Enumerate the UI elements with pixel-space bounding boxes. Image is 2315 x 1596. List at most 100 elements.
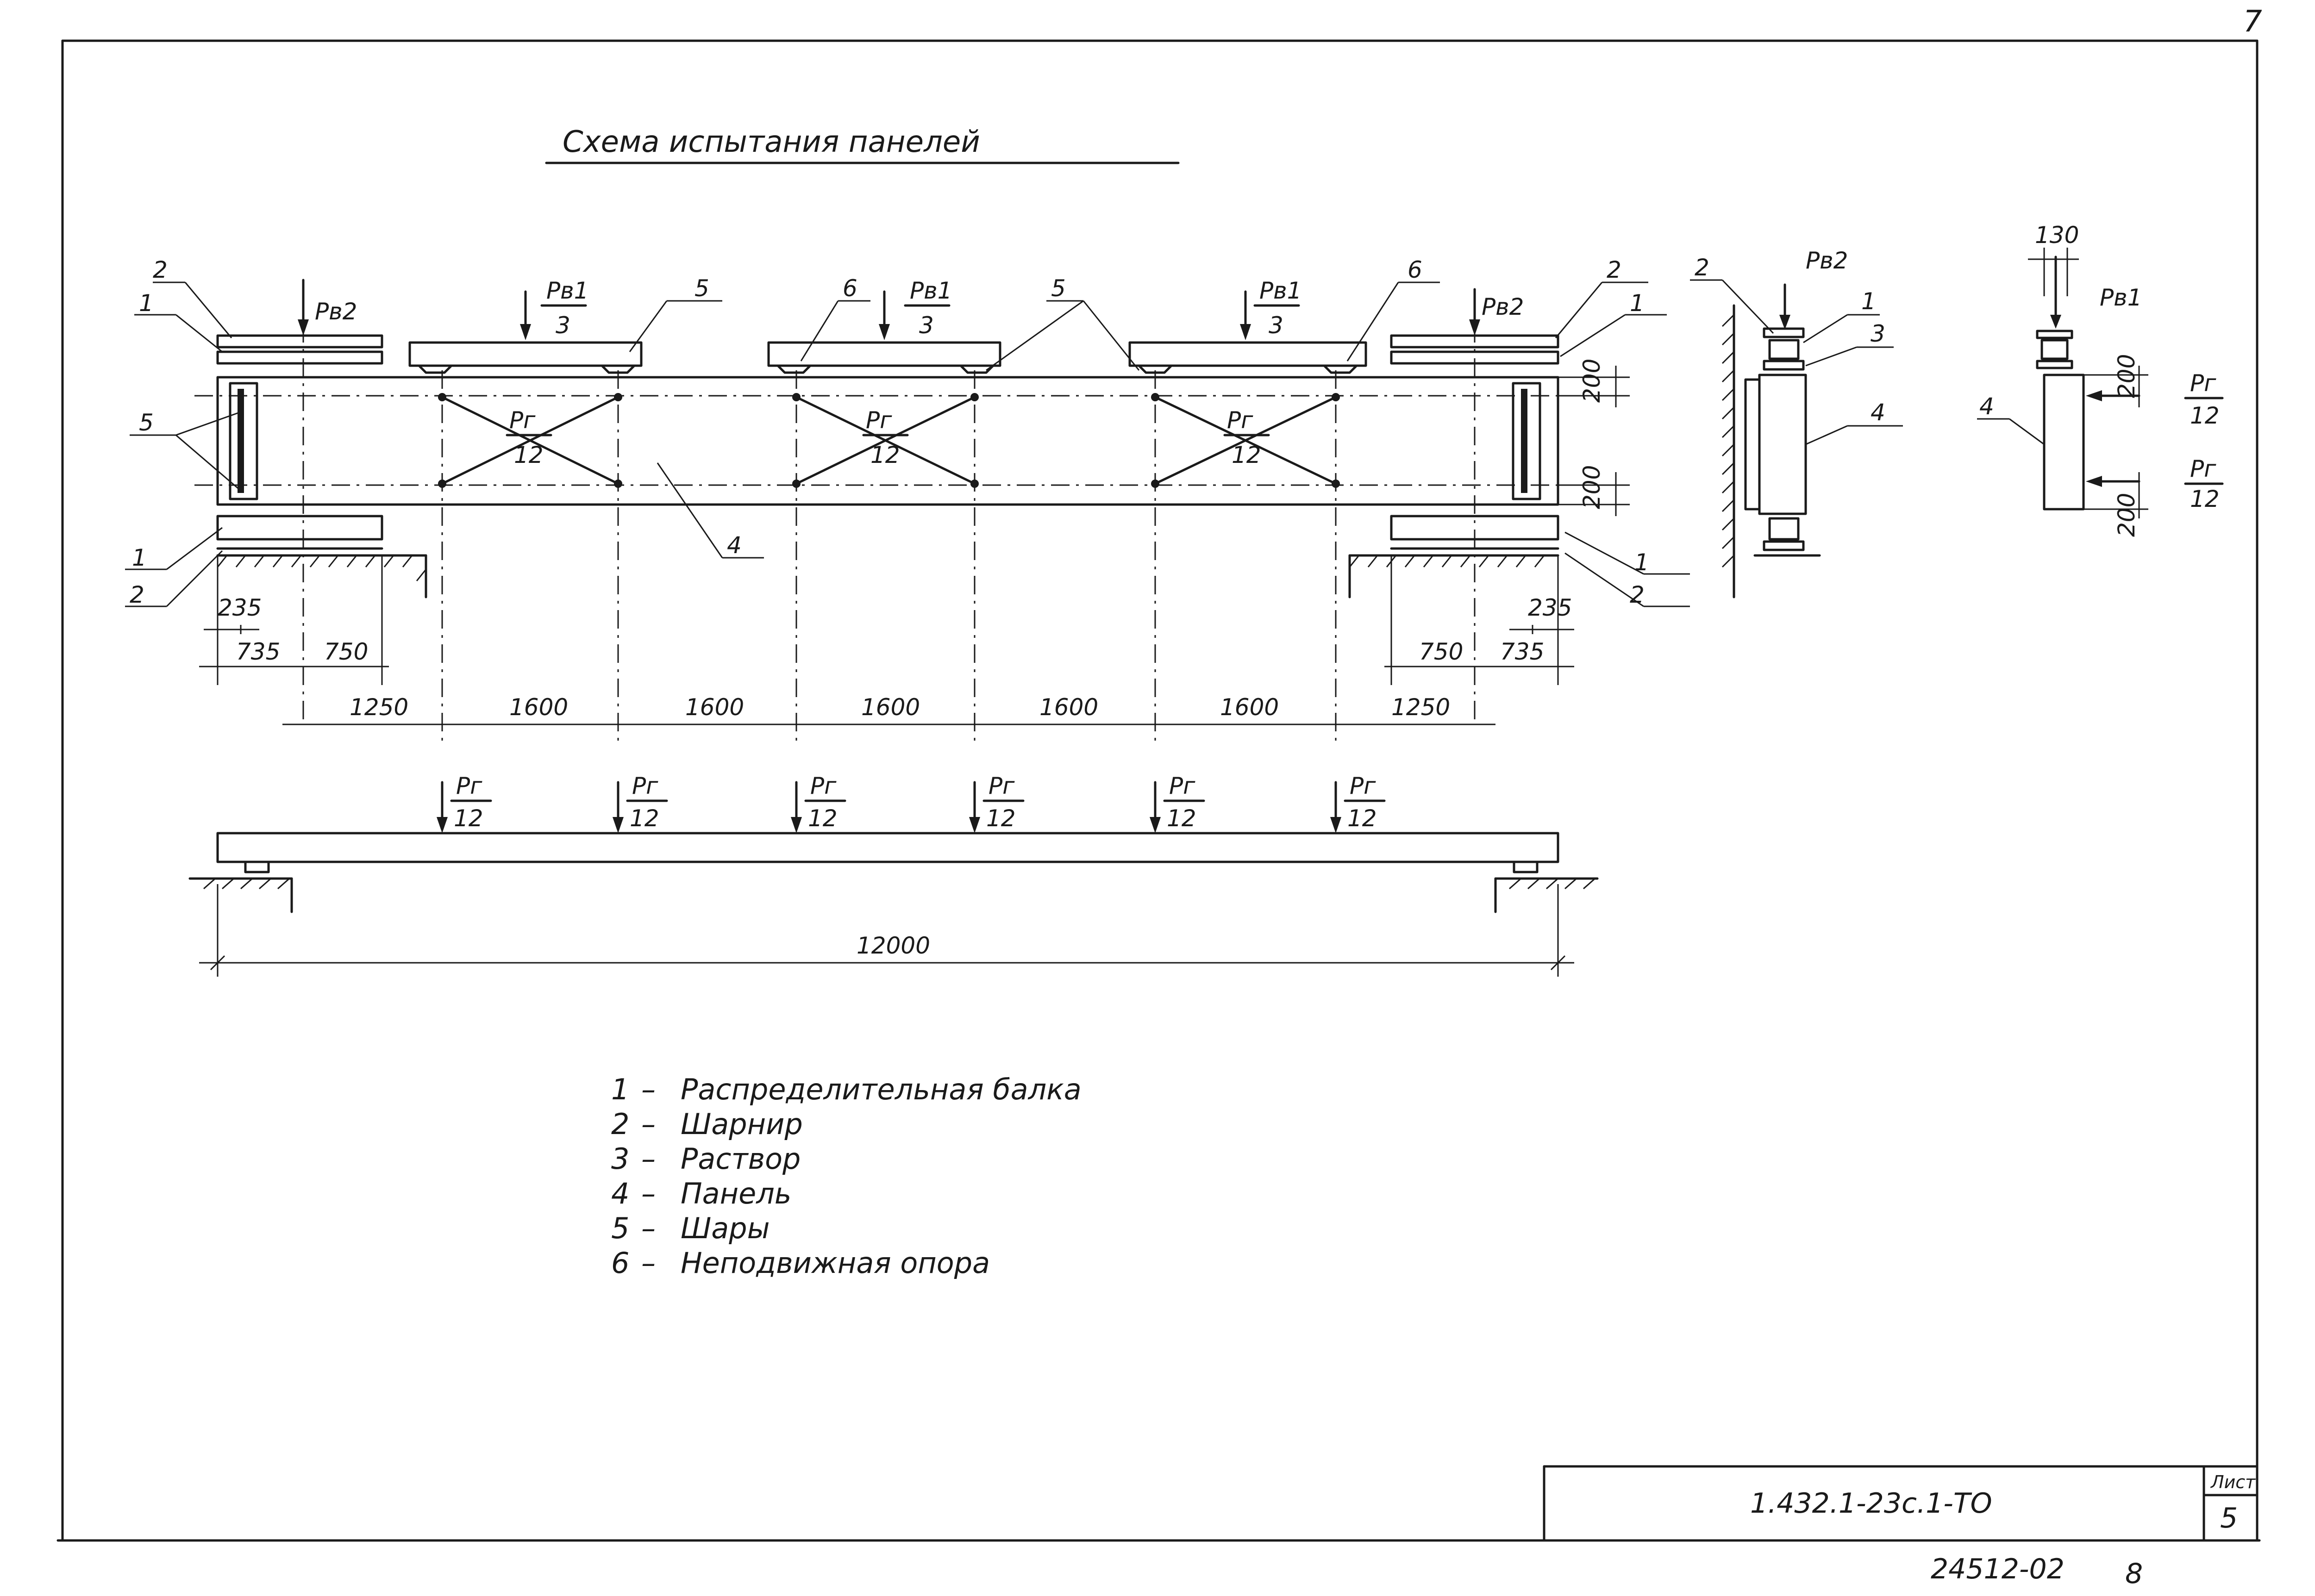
load-pv1-3-2-num: Pв1 bbox=[910, 277, 952, 304]
stamp-sheet-value: 5 bbox=[2220, 1502, 2238, 1534]
side-load-pv2: Pв2 bbox=[1806, 247, 1848, 274]
load-pv1-3-3-den: 3 bbox=[1269, 312, 1283, 339]
panel-plan bbox=[216, 376, 1559, 506]
page-number: 8 bbox=[2125, 1558, 2143, 1590]
legend-text-1: Распределительная балка bbox=[681, 1072, 1082, 1106]
dim-200-plan-top: 200 bbox=[1578, 359, 1605, 403]
legend-text-3: Раствор bbox=[681, 1142, 801, 1176]
dim-1600-4: 1600 bbox=[1039, 694, 1098, 721]
left-balls-holder bbox=[229, 382, 258, 500]
elev-pg-4-num: Pг bbox=[989, 773, 1015, 799]
legend-num-6: 6 bbox=[611, 1246, 629, 1280]
legend-text-5: Шары bbox=[681, 1211, 770, 1245]
legend-num-4: 4 bbox=[611, 1177, 629, 1210]
elev-pg-6-den: 12 bbox=[1347, 805, 1377, 832]
elev-pg-5-num: Pг bbox=[1169, 773, 1195, 799]
elev-pg-1-num: Pг bbox=[456, 773, 482, 799]
legend-num-5: 5 bbox=[611, 1211, 629, 1245]
svg-text:–: – bbox=[641, 1177, 656, 1210]
elev-pg-3-den: 12 bbox=[808, 805, 838, 832]
side-load-pv1: Pв1 bbox=[2100, 284, 2142, 311]
legend-num-3: 3 bbox=[611, 1142, 629, 1176]
load-pv1-3-3-num: Pв1 bbox=[1259, 277, 1301, 304]
dim-750-right: 750 bbox=[1419, 638, 1463, 665]
side-callout-4: 4 bbox=[1871, 399, 1885, 426]
pg-label-1-den: 12 bbox=[514, 442, 544, 468]
dim-1600-1: 1600 bbox=[509, 694, 568, 721]
svg-text:–: – bbox=[641, 1107, 656, 1141]
top-load-arrows bbox=[298, 279, 1480, 340]
callout-1-br: 1 bbox=[1634, 549, 1649, 576]
callout-1-tl: 1 bbox=[139, 290, 154, 317]
side-view-load: Pв1 130 200 200 Pг 12 Pг 12 4 bbox=[1977, 222, 2224, 537]
callout-4-panel: 4 bbox=[727, 532, 742, 559]
pg-label-1-num: Pг bbox=[509, 407, 536, 434]
side-pg-1-den: 12 bbox=[2190, 402, 2220, 429]
dim-200-side-bot: 200 bbox=[2113, 493, 2140, 537]
callout-6-mid1: 6 bbox=[843, 275, 857, 302]
dim-1250-right: 1250 bbox=[1391, 694, 1450, 721]
dim-1600-5: 1600 bbox=[1220, 694, 1279, 721]
dim-1600-2: 1600 bbox=[685, 694, 744, 721]
elev-pg-3-num: Pг bbox=[810, 773, 837, 799]
elev-pg-6-num: Pг bbox=[1350, 773, 1376, 799]
dim-1250-left: 1250 bbox=[350, 694, 408, 721]
dim-12000: 12000 bbox=[857, 932, 930, 959]
drawing-title: Схема испытания панелей bbox=[563, 125, 980, 159]
elevation-load-arrows bbox=[437, 781, 1341, 833]
svg-text:–: – bbox=[641, 1246, 656, 1280]
dim-735-right: 735 bbox=[1500, 638, 1544, 665]
dim-200-plan-bot: 200 bbox=[1578, 465, 1605, 509]
dim-750-left: 750 bbox=[324, 638, 368, 665]
callout-2-tl: 2 bbox=[153, 256, 168, 283]
plan-view: Pг 12 Pг 12 Pг 12 Pв2 Pв2 Pв1 3 Pв1 3 Pв bbox=[125, 256, 1690, 741]
side2-callout-4: 4 bbox=[1979, 393, 1994, 420]
side-callout-3: 3 bbox=[1871, 320, 1885, 347]
stamp-code: 1.432.1-23с.1-ТО bbox=[1750, 1487, 1992, 1520]
load-pv2-right: Pв2 bbox=[1482, 293, 1524, 320]
sheet-frame bbox=[56, 39, 2261, 1542]
elevation-view: Pг 12 Pг 12 Pг 12 Pг 12 Pг 12 Pг 12 1200… bbox=[188, 773, 1599, 977]
side-callout-2: 2 bbox=[1695, 254, 1709, 281]
dim-200-side-top: 200 bbox=[2113, 354, 2140, 398]
pg-label-3-num: Pг bbox=[1227, 407, 1253, 434]
legend-text-2: Шарнир bbox=[681, 1107, 803, 1141]
callout-1-tr: 1 bbox=[1630, 290, 1645, 317]
elev-pg-2-num: Pг bbox=[632, 773, 658, 799]
pg-label-2-num: Pг bbox=[866, 407, 892, 434]
title-block: 1.432.1-23с.1-ТО Лист 5 bbox=[1543, 1465, 2259, 1542]
sheet-number-top: 7 bbox=[2243, 5, 2262, 39]
callout-5-mid1: 5 bbox=[694, 275, 709, 302]
load-pv1-3-2-den: 3 bbox=[919, 312, 934, 339]
right-balls-holder bbox=[1512, 382, 1541, 500]
side-pg-2-den: 12 bbox=[2190, 486, 2220, 512]
pg-label-2-den: 12 bbox=[870, 442, 900, 468]
svg-text:–: – bbox=[641, 1142, 656, 1176]
legend-text-4: Панель bbox=[681, 1177, 791, 1210]
load-pv1-3-1-den: 3 bbox=[556, 312, 570, 339]
legend-num-2: 2 bbox=[611, 1107, 629, 1141]
callout-5-left: 5 bbox=[139, 409, 154, 436]
callout-2-tr: 2 bbox=[1607, 256, 1621, 283]
dim-235-right: 235 bbox=[1528, 594, 1572, 621]
callout-6-right: 6 bbox=[1408, 256, 1422, 283]
legend: 1 – Распределительная балка 2 – Шарнир 3… bbox=[611, 1072, 1082, 1280]
side-pg-2-num: Pг bbox=[2190, 455, 2216, 482]
svg-text:–: – bbox=[641, 1072, 656, 1106]
stamp-sheet-label: Лист bbox=[2210, 1472, 2256, 1492]
side-callout-1: 1 bbox=[1861, 288, 1876, 315]
dim-735-left: 735 bbox=[236, 638, 280, 665]
elev-pg-2-den: 12 bbox=[630, 805, 659, 832]
pg-label-3-den: 12 bbox=[1232, 442, 1261, 468]
load-pv2-left: Pв2 bbox=[315, 298, 357, 325]
legend-num-1: 1 bbox=[611, 1072, 629, 1106]
side-pg-1-num: Pг bbox=[2190, 370, 2216, 397]
plan-dimensions: 235 235 735 750 750 735 1250 1600 1600 1… bbox=[199, 555, 1574, 725]
legend-text-6: Неподвижная опора bbox=[681, 1246, 990, 1280]
dim-130: 130 bbox=[2035, 222, 2079, 249]
callout-2-br: 2 bbox=[1630, 581, 1645, 608]
elev-pg-5-den: 12 bbox=[1167, 805, 1196, 832]
callout-2-bl: 2 bbox=[130, 581, 144, 608]
